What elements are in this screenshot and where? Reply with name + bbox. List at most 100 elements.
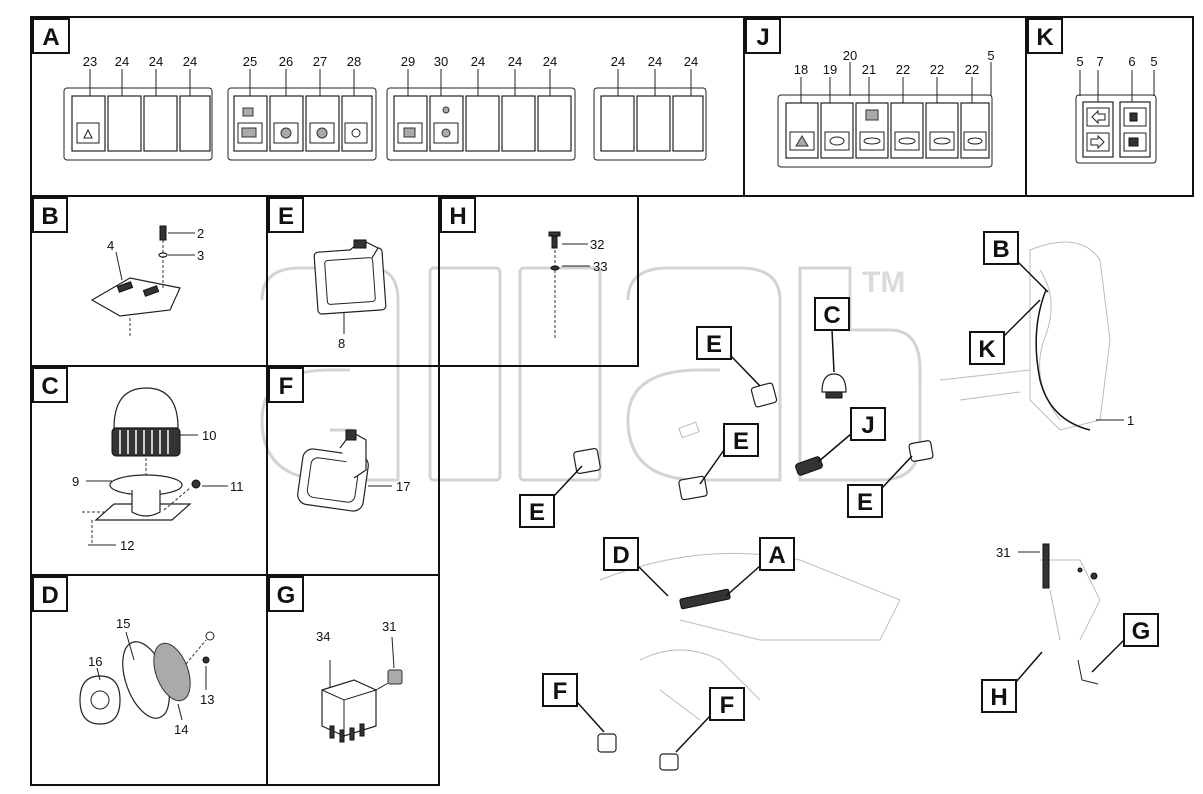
switch-bank-4	[593, 87, 707, 161]
callout-E-overview-4: E	[847, 455, 913, 518]
panel-D-labels: 15 16 13 14	[88, 616, 214, 737]
callout-F-overview-2: F	[675, 687, 745, 753]
svg-text:24: 24	[183, 54, 197, 69]
panel-label-H: H	[440, 197, 476, 233]
panel-J-leaders	[800, 62, 992, 103]
svg-text:22: 22	[930, 62, 944, 77]
svg-text:A: A	[42, 24, 59, 51]
svg-text:5: 5	[1150, 54, 1157, 69]
callout-E-overview-2: E	[699, 423, 759, 485]
svg-text:18: 18	[794, 62, 808, 77]
svg-text:8: 8	[338, 336, 345, 351]
panel-label-J: J	[745, 18, 781, 54]
svg-text:25: 25	[243, 54, 257, 69]
svg-text:15: 15	[116, 616, 130, 631]
watermark-tm: TM	[862, 266, 905, 299]
svg-text:29: 29	[401, 54, 415, 69]
svg-text:32: 32	[590, 237, 604, 252]
switch-bank-J	[777, 94, 993, 168]
switch-bank-3	[386, 87, 576, 161]
svg-text:E: E	[857, 489, 873, 516]
callout-J-overview: J	[817, 407, 886, 463]
panel-label-C: C	[32, 367, 68, 403]
callout-K-overview: K	[969, 299, 1041, 365]
svg-text:19: 19	[823, 62, 837, 77]
svg-text:7: 7	[1096, 54, 1103, 69]
panel-A-leaders	[89, 69, 692, 96]
svg-text:21: 21	[862, 62, 876, 77]
svg-text:F: F	[720, 692, 735, 719]
svg-text:24: 24	[508, 54, 522, 69]
part-H-bolt: 32 33	[548, 231, 607, 340]
svg-text:24: 24	[648, 54, 662, 69]
panel-B-labels: 2 3 4	[107, 226, 204, 281]
panel-G-frame	[266, 574, 440, 786]
svg-text:28: 28	[347, 54, 361, 69]
svg-text:12: 12	[120, 538, 134, 553]
svg-text:11: 11	[230, 479, 244, 494]
overview-numbers: 1 31	[996, 413, 1134, 560]
part-F-worklamp: 17	[297, 429, 410, 512]
panel-C-labels: 10 9 11 12	[72, 428, 244, 553]
svg-text:24: 24	[471, 54, 485, 69]
svg-text:23: 23	[83, 54, 97, 69]
svg-text:G: G	[1132, 618, 1151, 645]
svg-text:E: E	[706, 331, 722, 358]
panel-H-frame	[438, 195, 639, 367]
svg-text:H: H	[990, 684, 1007, 711]
svg-text:24: 24	[611, 54, 625, 69]
svg-text:30: 30	[434, 54, 448, 69]
svg-text:22: 22	[965, 62, 979, 77]
svg-text:24: 24	[543, 54, 557, 69]
callout-H-overview: H	[981, 651, 1043, 713]
svg-text:24: 24	[149, 54, 163, 69]
svg-text:E: E	[529, 499, 545, 526]
callout-E-overview-1: E	[696, 326, 761, 387]
svg-text:J: J	[756, 24, 769, 51]
svg-text:20: 20	[843, 48, 857, 63]
part-D-horn	[79, 631, 215, 725]
svg-text:F: F	[279, 373, 294, 400]
svg-text:1: 1	[1127, 413, 1134, 428]
switch-bank-K	[1075, 94, 1157, 164]
svg-text:10: 10	[202, 428, 216, 443]
part-C-beacon	[82, 387, 201, 544]
svg-text:24: 24	[115, 54, 129, 69]
svg-text:31: 31	[382, 619, 396, 634]
panel-label-F: F	[268, 367, 304, 403]
callout-F-overview-1: F	[542, 673, 605, 733]
svg-text:31: 31	[996, 545, 1010, 560]
callout-C-overview: C	[814, 297, 850, 373]
svg-text:K: K	[978, 336, 996, 363]
svg-text:H: H	[449, 203, 466, 230]
switch-bank-1	[63, 87, 213, 161]
svg-text:6: 6	[1128, 54, 1135, 69]
svg-text:9: 9	[72, 474, 79, 489]
svg-text:24: 24	[684, 54, 698, 69]
svg-text:13: 13	[200, 692, 214, 707]
svg-text:5: 5	[987, 48, 994, 63]
part-G-relay: 34 31	[316, 619, 403, 743]
svg-text:B: B	[41, 203, 58, 230]
svg-text:D: D	[612, 542, 629, 569]
svg-text:5: 5	[1076, 54, 1083, 69]
callout-G-overview: G	[1091, 613, 1159, 673]
panel-label-B: B	[32, 197, 68, 233]
svg-text:K: K	[1036, 24, 1054, 51]
svg-text:E: E	[733, 428, 749, 455]
svg-text:C: C	[41, 373, 58, 400]
callout-B-overview: B	[983, 231, 1049, 293]
svg-text:C: C	[823, 302, 840, 329]
svg-text:D: D	[41, 582, 58, 609]
panel-K-numbers: 5 7 6 5	[1076, 54, 1157, 69]
svg-text:34: 34	[316, 629, 330, 644]
svg-text:14: 14	[174, 722, 188, 737]
machine-overview	[573, 241, 1111, 771]
panel-label-K: K	[1027, 18, 1063, 54]
svg-text:27: 27	[313, 54, 327, 69]
svg-text:22: 22	[896, 62, 910, 77]
panel-label-G: G	[268, 576, 304, 612]
panel-label-E: E	[268, 197, 304, 233]
svg-text:E: E	[278, 203, 294, 230]
